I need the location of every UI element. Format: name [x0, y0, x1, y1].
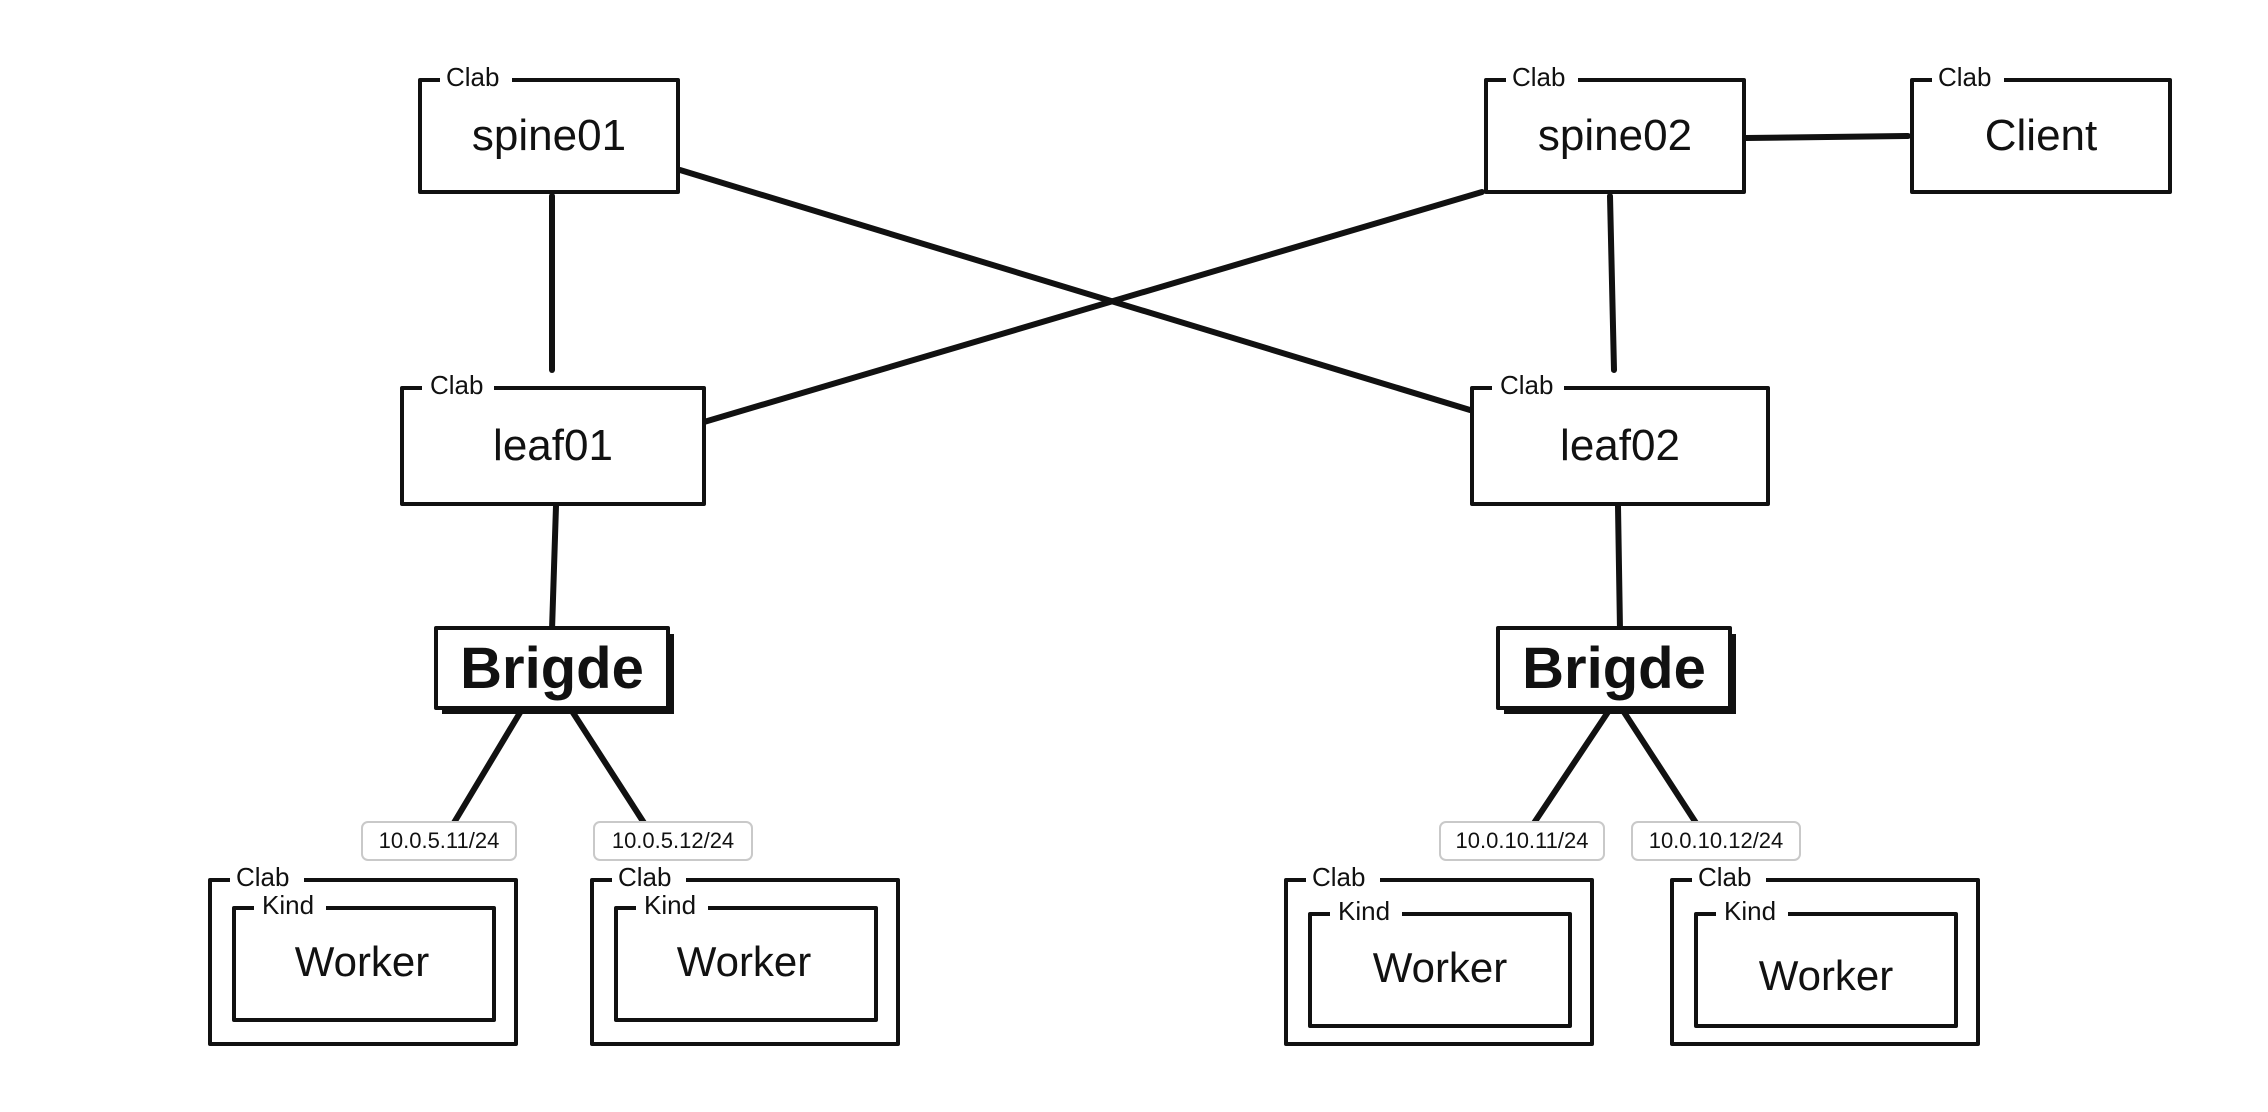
- worker4-label: Worker: [1759, 952, 1894, 999]
- worker2-label: Worker: [677, 938, 812, 985]
- link-spine02-leaf01: [701, 189, 1485, 425]
- worker3-label: Worker: [1373, 944, 1508, 991]
- link-spine01-leaf02: [677, 167, 1473, 413]
- worker2-ip: 10.0.5.12/24: [612, 828, 734, 853]
- leaf01-label: leaf01: [493, 421, 613, 470]
- node-spine01[interactable]: Clab spine01: [418, 62, 680, 194]
- node-worker2[interactable]: Clab Kind Worker: [590, 862, 900, 1046]
- link-leaf02-bridge-right: [1615, 503, 1623, 633]
- client-tag: Clab: [1938, 62, 1991, 92]
- link-leaf01-bridge-left: [549, 503, 559, 633]
- link-bridge-left-worker2: [567, 705, 649, 829]
- node-leaf02[interactable]: Clab leaf02: [1470, 370, 1770, 506]
- worker4-outer-tag: Clab: [1698, 862, 1751, 892]
- node-worker1[interactable]: Clab Kind Worker: [208, 862, 518, 1046]
- node-leaf01[interactable]: Clab leaf01: [400, 370, 706, 506]
- ip-label-worker2: 10.0.5.12/24: [593, 821, 753, 861]
- worker3-ip: 10.0.10.11/24: [1456, 828, 1589, 853]
- bridge-right-label: Brigde: [1522, 636, 1706, 701]
- node-client[interactable]: Clab Client: [1910, 62, 2172, 194]
- link-bridge-left-worker1: [449, 703, 527, 829]
- link-bridge-right-worker3: [1529, 703, 1615, 829]
- ip-label-worker4: 10.0.10.12/24: [1631, 821, 1801, 861]
- link-bridge-right-worker4: [1617, 703, 1701, 829]
- worker1-ip: 10.0.5.11/24: [379, 828, 500, 853]
- link-spine02-leaf02: [1607, 193, 1617, 373]
- leaf01-tag: Clab: [430, 370, 483, 400]
- node-bridge-left[interactable]: Brigde: [434, 626, 674, 714]
- worker4-inner-tag: Kind: [1724, 896, 1776, 926]
- leaf02-label: leaf02: [1560, 421, 1680, 470]
- worker1-outer-tag: Clab: [236, 862, 289, 892]
- worker3-outer-tag: Clab: [1312, 862, 1365, 892]
- worker1-inner-tag: Kind: [262, 890, 314, 920]
- node-spine02[interactable]: Clab spine02: [1484, 62, 1746, 194]
- client-label: Client: [1985, 111, 2098, 160]
- ip-label-worker3: 10.0.10.11/24: [1439, 821, 1605, 861]
- bridge-left-label: Brigde: [460, 636, 644, 701]
- worker4-ip: 10.0.10.12/24: [1649, 828, 1784, 853]
- worker2-inner-tag: Kind: [644, 890, 696, 920]
- link-spine02-client: [1743, 133, 1911, 141]
- worker3-inner-tag: Kind: [1338, 896, 1390, 926]
- spine01-tag: Clab: [446, 62, 499, 92]
- node-worker4[interactable]: Clab Kind Worker: [1670, 862, 1980, 1046]
- node-bridge-right[interactable]: Brigde: [1496, 626, 1736, 714]
- spine02-label: spine02: [1538, 111, 1692, 160]
- worker1-label: Worker: [295, 938, 430, 985]
- links: [449, 133, 1911, 829]
- worker2-outer-tag: Clab: [618, 862, 671, 892]
- leaf02-tag: Clab: [1500, 370, 1553, 400]
- spine01-label: spine01: [472, 111, 626, 160]
- ip-label-worker1: 10.0.5.11/24: [361, 821, 517, 861]
- spine02-tag: Clab: [1512, 62, 1565, 92]
- node-worker3[interactable]: Clab Kind Worker: [1284, 862, 1594, 1046]
